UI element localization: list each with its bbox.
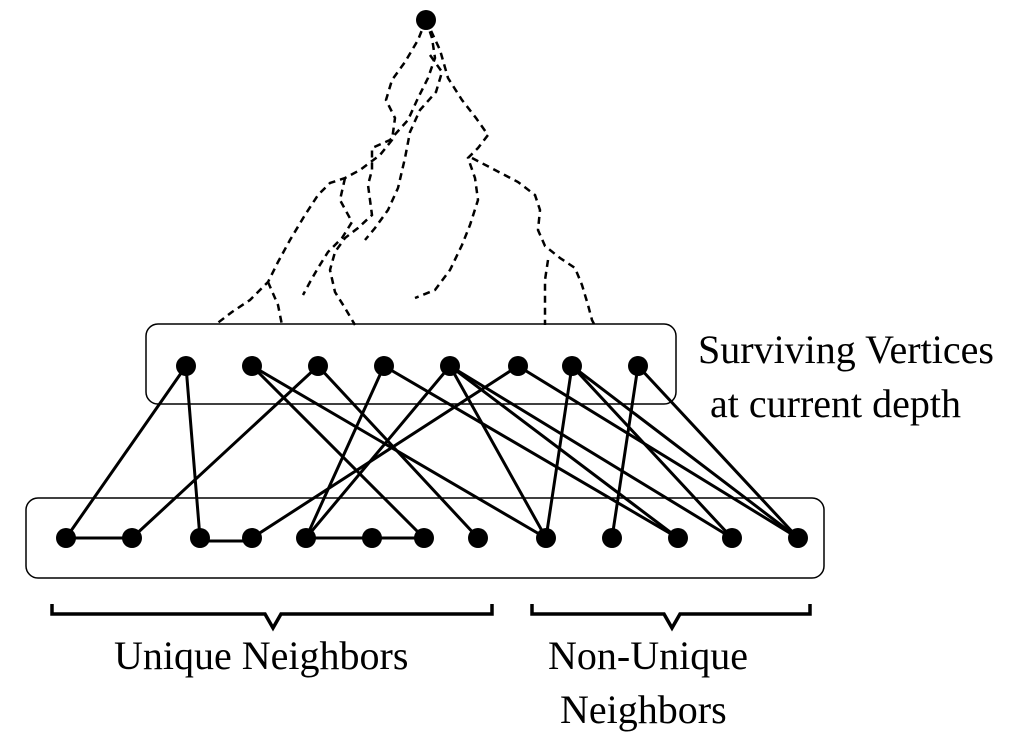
edge	[130, 364, 320, 540]
surviving-vertices	[176, 356, 648, 376]
nonunique-neighbors-label-line2: Neighbors	[560, 687, 727, 732]
unique-neighbor-vertex	[362, 528, 382, 548]
surviving-vertex	[628, 356, 648, 376]
surviving-vertices-label-line1: Surviving Vertices	[698, 327, 994, 372]
search-path	[543, 259, 550, 325]
edge	[250, 364, 520, 540]
bipartite-edges	[64, 364, 800, 540]
edge	[184, 364, 202, 540]
edge	[610, 364, 640, 540]
surviving-vertex	[508, 356, 528, 376]
nonunique-neighbors-label-line1: Non-Unique	[548, 633, 748, 678]
surviving-vertex	[440, 356, 460, 376]
edge	[448, 364, 548, 540]
edge	[570, 364, 800, 540]
edge	[570, 364, 734, 540]
search-path	[266, 281, 284, 326]
edge	[382, 364, 680, 540]
unique-neighbor-vertex	[242, 528, 262, 548]
nonunique-neighbor-vertex	[668, 528, 688, 548]
unique-neighbor-vertex	[190, 528, 210, 548]
neighbors-frame	[25, 497, 825, 579]
nonunique-neighbor-vertex	[788, 528, 808, 548]
search-path	[364, 54, 444, 241]
edge	[448, 364, 680, 540]
search-path	[414, 19, 490, 300]
edge	[64, 364, 188, 540]
edge	[304, 364, 452, 540]
nonunique-neighbors-bracket	[530, 604, 812, 632]
surviving-vertex	[176, 356, 196, 376]
neighbor-vertices	[56, 528, 808, 548]
unique-neighbor-vertex	[414, 528, 434, 548]
nonunique-neighbor-vertex	[602, 528, 622, 548]
surviving-vertex	[374, 356, 394, 376]
surviving-vertex	[242, 356, 262, 376]
root-vertex	[416, 10, 436, 30]
surviving-vertex	[562, 356, 582, 376]
surviving-vertices-label-line2: at current depth	[710, 381, 961, 426]
edge	[316, 364, 480, 540]
nonunique-neighbor-vertex	[722, 528, 742, 548]
unique-neighbor-vertex	[122, 528, 142, 548]
unique-neighbor-vertex	[296, 528, 316, 548]
unique-neighbor-vertex	[56, 528, 76, 548]
edge	[636, 364, 800, 540]
nonunique-neighbor-vertex	[536, 528, 556, 548]
edge	[516, 364, 800, 540]
search-paths	[214, 19, 598, 329]
search-path	[471, 156, 598, 329]
unique-neighbors-bracket	[50, 604, 494, 632]
surviving-vertices-frame	[145, 323, 677, 405]
edge	[448, 364, 734, 540]
search-path	[328, 19, 437, 326]
edge	[544, 364, 574, 540]
search-path	[301, 177, 354, 296]
unique-neighbor-vertex	[468, 528, 488, 548]
search-path	[214, 19, 428, 326]
edge	[304, 364, 386, 540]
unique-neighbors-label: Unique Neighbors	[114, 633, 409, 678]
edge	[250, 364, 426, 540]
surviving-vertex	[308, 356, 328, 376]
